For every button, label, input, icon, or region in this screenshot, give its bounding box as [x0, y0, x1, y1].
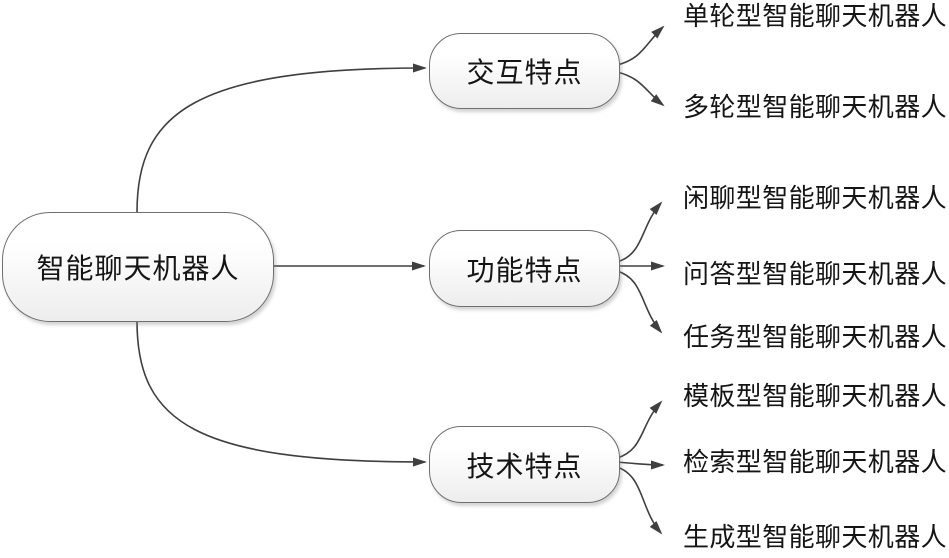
leaf-template-chatbot: 模板型智能聊天机器人 [683, 382, 948, 412]
node-root-label: 智能聊天机器人 [36, 252, 240, 285]
connector-function-to-chitchat [616, 201, 663, 263]
leaf-task-chatbot: 任务型智能聊天机器人 [683, 323, 948, 353]
leaf-multi-turn-chatbot: 多轮型智能聊天机器人 [683, 93, 948, 123]
connector-root-to-technology [136, 320, 427, 467]
leaf-single-turn-chatbot: 单轮型智能聊天机器人 [683, 2, 948, 32]
connector-function-to-task [616, 270, 663, 334]
leaf-retrieval-chatbot: 检索型智能聊天机器人 [683, 448, 948, 478]
leaf-qa-chatbot: 问答型智能聊天机器人 [683, 260, 948, 290]
connector-interaction-to-single-turn [616, 25, 665, 66]
leaf-generative-chatbot: 生成型智能聊天机器人 [683, 523, 948, 553]
node-branch-label: 技术特点 [466, 449, 583, 483]
connector-root-to-interaction [136, 63, 427, 213]
leaf-chitchat-chatbot: 闲聊型智能聊天机器人 [683, 184, 948, 214]
node-branch-interaction-features: 交互特点 [429, 33, 620, 109]
connector-technology-to-generative [616, 466, 663, 535]
connector-technology-to-template [616, 400, 663, 459]
node-branch-functional-features: 功能特点 [429, 230, 620, 307]
node-branch-label: 交互特点 [466, 56, 583, 89]
connector-technology-to-retrieval [616, 460, 665, 470]
node-branch-technical-features: 技术特点 [429, 426, 620, 503]
node-root: 智能聊天机器人 [2, 212, 274, 322]
node-branch-label: 功能特点 [466, 253, 583, 287]
connector-interaction-to-multi-turn [616, 71, 665, 107]
